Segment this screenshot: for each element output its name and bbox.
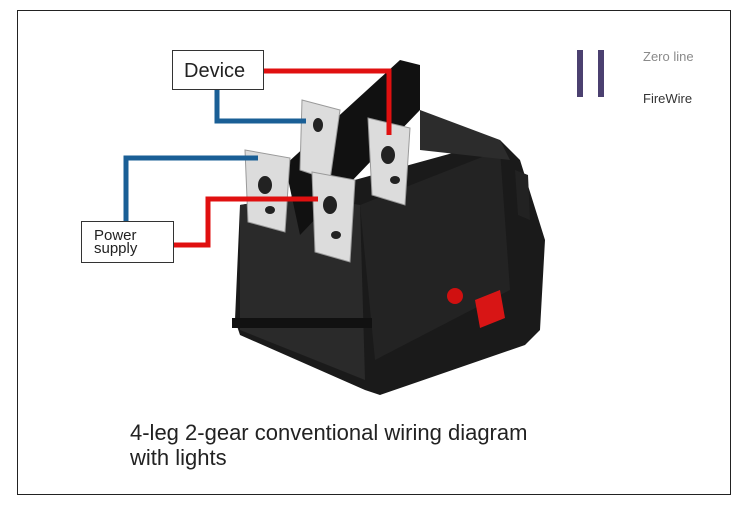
terminal-power-live (311, 171, 356, 263)
indicator-light (447, 288, 463, 304)
wire-device-live (264, 68, 392, 135)
caption: 4-leg 2-gear conventional wiring diagram… (130, 420, 527, 470)
power-supply-label: Power supply (81, 221, 174, 263)
legend-firewire: FireWire (643, 91, 693, 106)
device-label: Device (172, 50, 264, 90)
terminals (244, 99, 411, 263)
caption-line-1: 4-leg 2-gear conventional wiring diagram (130, 420, 528, 445)
legend-bar-firewire (598, 50, 604, 97)
legend-zero-line: Zero line (643, 49, 694, 64)
wire-device-neutral (214, 90, 306, 124)
legend-bar-zero-line (577, 50, 583, 97)
wire-power-neutral (123, 155, 258, 222)
wires (123, 68, 392, 248)
diagram-frame (17, 10, 731, 495)
caption-line-2: with lights (130, 445, 227, 470)
rocker-button (475, 290, 505, 328)
wire-power-live (174, 196, 318, 248)
